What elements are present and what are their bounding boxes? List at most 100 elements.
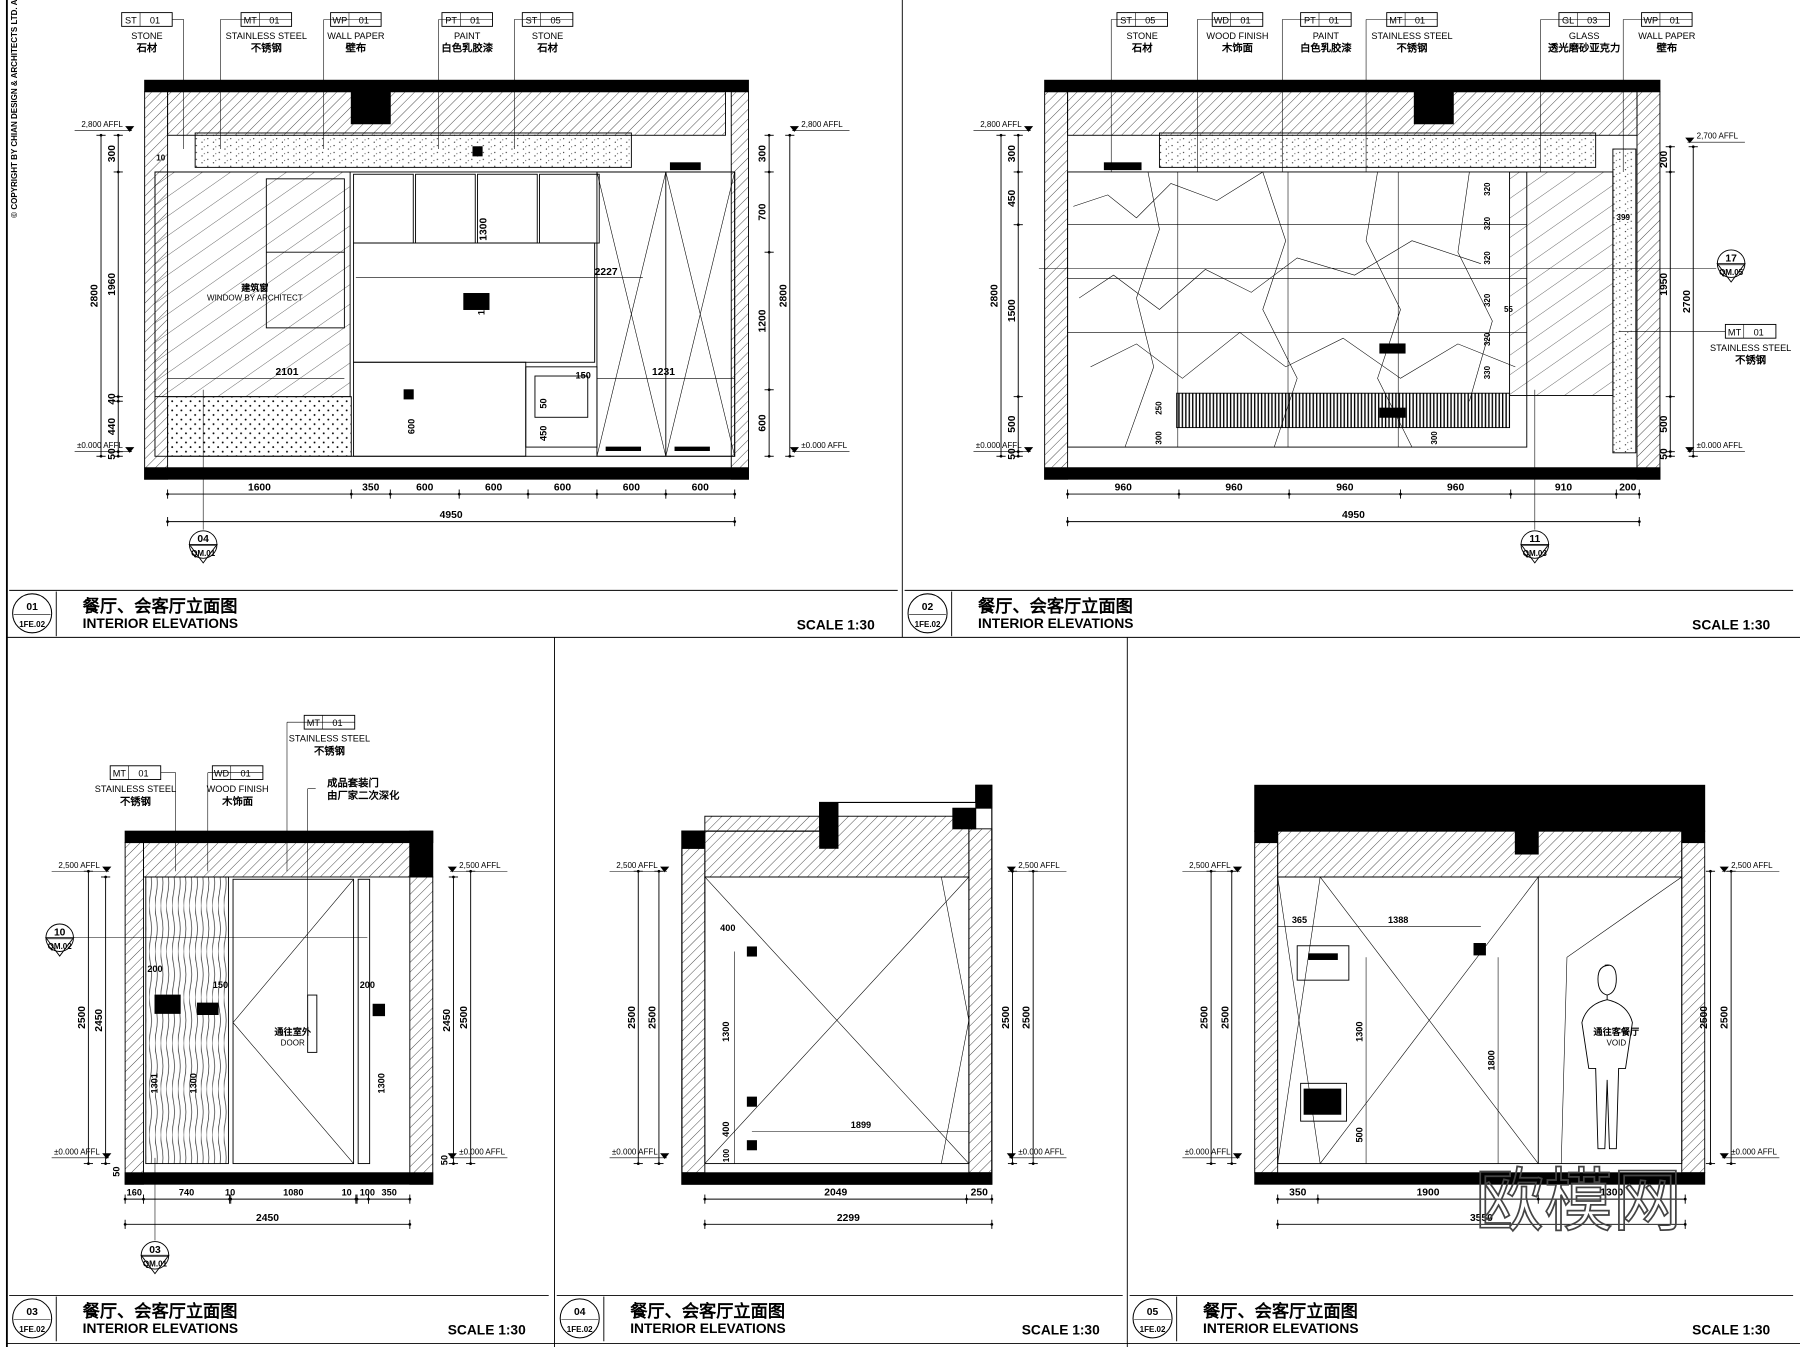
level-label: 2,500 AFFL	[1189, 861, 1231, 870]
material-name-cn: 木饰面	[221, 795, 253, 808]
level-marker-icon	[125, 447, 135, 453]
ceiling-stone-band	[1158, 132, 1597, 168]
callout-reference: QM.03	[1523, 549, 1548, 558]
ceiling-slab	[144, 79, 749, 93]
dimension-node	[636, 869, 640, 873]
dimension-node	[1729, 1162, 1733, 1165]
level-marker-icon	[789, 126, 799, 132]
level-label: ±0.000 AFFL	[976, 441, 1022, 450]
dimension-node	[457, 492, 461, 496]
control-panel	[1296, 945, 1350, 981]
material-code: ST	[1120, 16, 1132, 26]
dimension-label: 1300	[479, 218, 490, 241]
dimension-node	[1287, 492, 1291, 496]
material-code: MT	[244, 16, 258, 26]
dimension-label: 300	[1007, 145, 1018, 162]
drawing-number: 02	[922, 602, 934, 613]
drawing-reference: 1FE.02	[1140, 1325, 1166, 1334]
dimension-label: 1960	[107, 273, 118, 296]
dimension-node	[87, 1162, 90, 1165]
dimension-node	[1011, 869, 1014, 873]
dimension-label: 600	[416, 483, 433, 494]
dimension-label: 150	[576, 370, 591, 380]
material-name-en: WOOD FINISH	[1206, 31, 1268, 41]
dimension-node	[116, 133, 120, 137]
dimension-node	[1031, 869, 1035, 873]
dimension-label: 350	[1289, 1188, 1306, 1199]
dimension-label: 600	[758, 414, 769, 431]
dimension-node	[1683, 1197, 1687, 1201]
drawing-reference: 1FE.02	[19, 1325, 45, 1334]
callout-arrow-icon	[140, 1254, 170, 1275]
material-name-cn: 不锈钢	[1735, 353, 1766, 366]
material-code: ST	[125, 16, 137, 26]
dimension-node	[636, 1162, 640, 1165]
dimension-label: 300	[1430, 431, 1439, 445]
material-code: MT	[1389, 16, 1403, 26]
drawing-title-en: INTERIOR ELEVATIONS	[978, 616, 1133, 631]
dimension-label: 960	[1447, 483, 1464, 494]
drawing-number-circle	[1132, 1298, 1173, 1339]
line	[1277, 876, 1321, 1164]
vent-icon	[1103, 162, 1142, 171]
dimension-label: 50	[538, 398, 548, 408]
level-marker-icon	[1023, 447, 1034, 453]
dimension-node	[142, 1197, 145, 1201]
dimension-label: 2500	[1001, 1006, 1012, 1029]
dimension-node	[1031, 1162, 1035, 1165]
level-label: ±0.000 AFFL	[77, 441, 123, 450]
dimension-label: 2500	[459, 1006, 470, 1029]
dimension-node	[99, 133, 103, 137]
switch-icon	[746, 1096, 757, 1107]
dimension-node	[990, 1197, 994, 1201]
dimension-label: 55	[1504, 305, 1513, 314]
dimension-node	[1016, 223, 1020, 227]
dimension-label: 1300	[1600, 1188, 1623, 1199]
beam	[409, 830, 434, 878]
floor-slab	[144, 467, 749, 480]
dimension-label: 160	[127, 1188, 142, 1198]
dimension-label: 150	[213, 980, 228, 990]
left-wall	[124, 842, 144, 1185]
cross-line	[704, 876, 970, 1164]
level-marker-icon	[1719, 866, 1729, 873]
dimension-node	[767, 133, 771, 137]
handle	[674, 446, 710, 451]
material-name-cn: 壁布	[1657, 42, 1678, 55]
drawing-number: 03	[26, 1307, 38, 1318]
drawing-number: 05	[1147, 1307, 1159, 1318]
void-label-en: VOID	[1607, 1039, 1627, 1048]
dimension-node	[703, 1197, 707, 1201]
callout-number: 17	[1725, 253, 1737, 264]
dimension-label: 2450	[442, 1009, 453, 1032]
dimension-label: 740	[179, 1188, 194, 1198]
material-number: 01	[332, 718, 342, 728]
dimension-node	[1709, 869, 1712, 873]
level-marker-icon	[1023, 126, 1034, 132]
dimension-label: 300	[1155, 431, 1164, 445]
material-number: 01	[1415, 16, 1425, 26]
dimension-node	[767, 388, 771, 392]
dimension-label: 1899	[851, 1120, 871, 1130]
right-wall	[1636, 91, 1661, 480]
dimension-node	[1016, 170, 1020, 174]
dimension-node	[1614, 492, 1618, 496]
dimension-label: 50	[107, 448, 118, 460]
dimension-label: 330	[1483, 365, 1492, 379]
dimension-label: 2450	[256, 1213, 279, 1224]
level-label: 2,800 AFFL	[81, 120, 123, 129]
level-marker-icon	[1685, 447, 1695, 453]
drawing-number-circle	[559, 1298, 600, 1339]
sensor-icon	[472, 146, 483, 157]
dimension-label: 40	[107, 393, 118, 405]
dimension-label: 1300	[1355, 1022, 1365, 1042]
dimension-node	[999, 133, 1003, 137]
level-marker-icon	[789, 447, 799, 453]
beam	[1254, 830, 1279, 844]
dimension-node	[1230, 1162, 1234, 1165]
faucet-icon	[463, 293, 490, 310]
material-name-en: GLASS	[1569, 31, 1600, 41]
dimension-node	[788, 454, 792, 458]
level-marker-icon	[1719, 1153, 1729, 1159]
level-marker-icon	[447, 1153, 457, 1159]
